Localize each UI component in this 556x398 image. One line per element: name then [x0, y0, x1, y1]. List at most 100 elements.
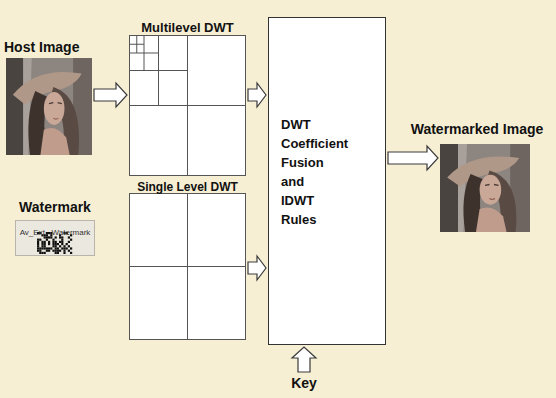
pattern-cell: [48, 241, 50, 243]
block-arrow: [94, 83, 127, 107]
pattern-cell: [46, 250, 48, 252]
subband-line: [130, 70, 188, 71]
pattern-cell: [59, 245, 61, 247]
watermark-image: WatermarkAv_Ext_ Watermark: [12, 198, 98, 258]
pattern-cell: [66, 247, 68, 249]
pattern-cell: [68, 250, 70, 252]
pattern-cell: [37, 243, 39, 245]
pattern-cell: [57, 243, 59, 245]
pattern-cell: [55, 241, 57, 243]
key-input: Key: [284, 374, 324, 394]
pattern-cell: [37, 245, 39, 247]
image-label: Watermarked Image: [411, 121, 544, 138]
block-arrow: [292, 347, 316, 372]
pattern-cell: [57, 252, 59, 254]
pattern-cell: [63, 250, 65, 252]
pattern-cell: [63, 247, 65, 249]
photo-content: [6, 58, 92, 155]
pattern-cell: [61, 241, 63, 243]
pattern-cell: [44, 241, 46, 243]
subband-line: [130, 44, 145, 45]
pattern-cell: [44, 245, 46, 247]
pattern-cell: [37, 241, 39, 243]
box-heading: Single Level DWT: [137, 180, 238, 194]
pattern-cell: [39, 239, 41, 241]
pattern-cell: [37, 250, 39, 252]
subband-outline: [130, 36, 246, 176]
subband-grid: [129, 193, 246, 340]
pattern-cell: [44, 252, 46, 254]
pattern-cell: [46, 239, 48, 241]
pattern-ground: [16, 221, 95, 256]
pattern-cell: [52, 241, 54, 243]
pattern-cell: [61, 239, 63, 241]
pattern-cell: [41, 252, 43, 254]
pattern-cell: [63, 252, 65, 254]
pattern-cell: [52, 245, 54, 247]
pattern-cell: [37, 239, 39, 241]
text-holder: Key: [284, 374, 324, 392]
pattern-cell: [59, 241, 61, 243]
pattern-cell: [70, 239, 72, 241]
photo: [440, 144, 530, 232]
watermark-caption: Av_Ext_ Watermark: [20, 228, 91, 238]
pattern-cell: [39, 252, 41, 254]
text-holder: Watermarked Image: [404, 120, 550, 138]
text-holder: Single Level DWT: [128, 177, 247, 195]
image-label: Host Image: [4, 39, 79, 56]
input-label: Key: [291, 375, 317, 392]
pattern-cell: [50, 247, 52, 249]
dwt-box: Single Level DWT: [128, 177, 247, 340]
photo-content: [440, 144, 530, 232]
pattern-cell: [46, 247, 48, 249]
pattern-cell: [41, 245, 43, 247]
dwt-box: Multilevel DWT: [128, 18, 247, 176]
pattern-cell: [52, 243, 54, 245]
pattern-cell: [70, 247, 72, 249]
text-holder: DWT Coefficient Fusion and IDWT Rules: [281, 115, 375, 229]
pattern-cell: [52, 250, 54, 252]
pattern-cell: [68, 241, 70, 243]
host-image: Host Image: [4, 38, 94, 158]
photo: [6, 58, 92, 155]
subband-line: [130, 53, 159, 54]
pattern-cell: [68, 245, 70, 247]
block-arrow: [248, 256, 266, 280]
pattern-cell: [57, 247, 59, 249]
pattern-cell: [39, 247, 41, 249]
block-arrow: [388, 146, 438, 170]
pattern-cell: [70, 252, 72, 254]
pattern-cell: [55, 252, 57, 254]
pattern-cell: [52, 239, 54, 241]
text-holder: Host Image: [4, 38, 94, 56]
text-holder: Av_Ext_ Watermark: [15, 221, 95, 239]
pattern-cell: [55, 243, 57, 245]
subband-grid: [129, 35, 246, 176]
pattern-cell: [44, 243, 46, 245]
pattern-cell: [37, 247, 39, 249]
pattern-cell: [55, 250, 57, 252]
pattern-cell: [39, 250, 41, 252]
pattern-cell: [63, 245, 65, 247]
watermark-pattern: [15, 220, 95, 256]
pattern-cell: [55, 247, 57, 249]
pattern-cell: [48, 247, 50, 249]
block-arrow: [248, 83, 266, 107]
watermarked-image: Watermarked Image: [404, 120, 550, 234]
pattern-cell: [41, 247, 43, 249]
pattern-cell: [44, 247, 46, 249]
pattern-cell: [66, 243, 68, 245]
subband-line: [130, 105, 246, 106]
pattern-cell: [48, 243, 50, 245]
text-holder: Multilevel DWT: [128, 18, 247, 36]
pattern-cell: [41, 243, 43, 245]
subband-outline: [130, 194, 246, 340]
pattern-cell: [55, 245, 57, 247]
image-label: Watermark: [19, 199, 91, 216]
pattern-cell: [61, 243, 63, 245]
subband-line: [130, 266, 246, 267]
text-holder: Watermark: [12, 198, 98, 216]
pattern-cell: [57, 250, 59, 252]
pattern-cell: [59, 250, 61, 252]
